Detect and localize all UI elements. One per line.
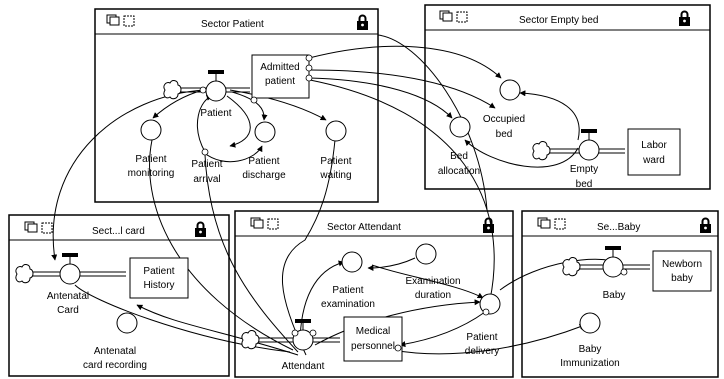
node-label: Occupied bbox=[483, 114, 525, 125]
node-label: Patient bbox=[466, 332, 497, 343]
node-label: History bbox=[143, 280, 174, 291]
node-label: Patient bbox=[320, 156, 351, 167]
link-port bbox=[291, 329, 299, 337]
sector-card-title: Sect...l card bbox=[92, 226, 145, 237]
node-label: bed bbox=[496, 129, 513, 140]
converter-patient-arrival[interactable]: Patient arrival bbox=[191, 148, 223, 185]
node-label: Admitted bbox=[260, 62, 299, 73]
node-label: arrival bbox=[193, 174, 220, 185]
node-label: Antenatal bbox=[47, 291, 89, 302]
node-label: Newborn bbox=[662, 259, 702, 270]
node-label: Patient bbox=[200, 108, 231, 119]
stock-medical-personnel[interactable]: Medical personnel bbox=[343, 316, 403, 362]
node-label: Immunization bbox=[560, 358, 619, 369]
node-label: ward bbox=[642, 155, 665, 166]
sector-attendant-title: Sector Attendant bbox=[327, 222, 401, 233]
converter-patient-waiting[interactable]: Patient waiting bbox=[319, 120, 352, 181]
node-label: Attendant bbox=[282, 361, 325, 372]
node-label: patient bbox=[265, 76, 295, 87]
node-label: Patient bbox=[248, 156, 279, 167]
node-label: Baby bbox=[579, 344, 602, 355]
node-label: personnel bbox=[351, 341, 395, 352]
node-label: Medical bbox=[356, 326, 390, 337]
converter-antenatal-card-recording[interactable]: Antenatal card recording bbox=[83, 312, 147, 371]
link-port bbox=[305, 64, 313, 72]
converter-bed-allocation[interactable]: Bed allocation bbox=[438, 116, 480, 177]
node-label: card recording bbox=[83, 360, 147, 371]
node-label: monitoring bbox=[128, 168, 175, 179]
converter-patient-examination[interactable]: Patient examination bbox=[321, 251, 375, 310]
node-label: Labor bbox=[641, 140, 667, 151]
sector-baby: Se...Baby bbox=[521, 210, 719, 378]
link-port bbox=[305, 54, 313, 62]
sector-patient-title: Sector Patient bbox=[201, 19, 264, 30]
converter-examination-duration[interactable]: Examination duration bbox=[405, 243, 461, 301]
converter-patient-discharge[interactable]: Patient discharge bbox=[242, 121, 286, 181]
node-label: Bed bbox=[450, 151, 468, 162]
node-label: Baby bbox=[603, 290, 626, 301]
link-port bbox=[305, 74, 313, 82]
stock-patient-history[interactable]: Patient History bbox=[129, 257, 189, 299]
link-port bbox=[250, 96, 258, 104]
node-label: Examination bbox=[405, 276, 460, 287]
node-label: Patient bbox=[135, 154, 166, 165]
node-label: Patient bbox=[191, 159, 222, 170]
converter-patient-monitoring[interactable]: Patient monitoring bbox=[128, 119, 175, 179]
flow-valve-empty-bed[interactable]: Empty bed bbox=[570, 129, 600, 190]
node-label: waiting bbox=[319, 170, 351, 181]
sector-empty-bed-title: Sector Empty bed bbox=[519, 15, 598, 26]
stock-newborn-baby[interactable]: Newborn baby bbox=[652, 250, 712, 292]
node-label: examination bbox=[321, 299, 375, 310]
node-label: Card bbox=[57, 305, 79, 316]
flow-valve-antenatal-card[interactable]: Antenatal Card bbox=[47, 253, 89, 316]
node-label: Patient bbox=[143, 266, 174, 277]
node-label: delivery bbox=[465, 346, 499, 357]
link-port bbox=[199, 86, 207, 94]
node-label: baby bbox=[671, 273, 693, 284]
link-port bbox=[394, 344, 402, 352]
sector-card: Sect...l card bbox=[8, 214, 230, 377]
converter-occupied-bed[interactable]: Occupied bed bbox=[483, 79, 525, 140]
node-label: Empty bbox=[570, 164, 598, 175]
stock-admitted-patient[interactable]: Admitted patient bbox=[251, 54, 310, 99]
stock-labor-ward[interactable]: Labor ward bbox=[627, 128, 681, 176]
converter-baby-immunization[interactable]: Baby Immunization bbox=[560, 312, 620, 369]
node-label: allocation bbox=[438, 166, 480, 177]
node-label: duration bbox=[415, 290, 451, 301]
link-port bbox=[620, 268, 628, 276]
flow-valve-baby[interactable]: Baby bbox=[602, 246, 626, 301]
node-label: discharge bbox=[242, 170, 286, 181]
link-port bbox=[309, 329, 317, 337]
flow-valve-attendant[interactable]: Attendant bbox=[282, 319, 325, 372]
link-port bbox=[482, 308, 490, 316]
node-label: Antenatal bbox=[94, 346, 136, 357]
sector-baby-title: Se...Baby bbox=[597, 222, 640, 233]
node-label: Patient bbox=[332, 285, 363, 296]
node-label: bed bbox=[576, 179, 593, 190]
